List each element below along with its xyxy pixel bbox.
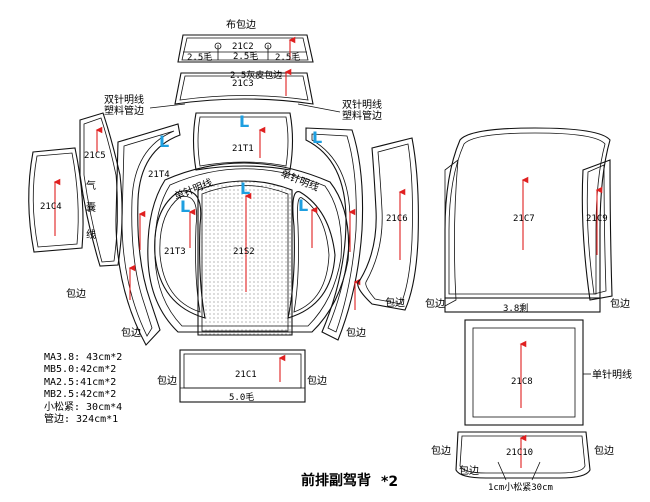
label-nang: 囊 <box>86 201 96 214</box>
label-bao-bian-5: 包边 <box>425 297 445 310</box>
piece-21c2: 21C2 2.5毛 2.5毛 2.5毛 <box>177 34 314 63</box>
piece-21c7: 21C7 3.8剩 <box>444 127 611 314</box>
label-bao-bian-7: 包边 <box>157 374 177 387</box>
label-21t1: 21T1 <box>232 144 254 154</box>
label-loose-tight: 1cm小松紧30cm <box>488 481 553 493</box>
label-plastic-tube-left: 塑料管边 <box>104 104 144 117</box>
label-L-3: L <box>312 128 322 147</box>
note-line: MA2.5:41cm*2 <box>44 376 117 388</box>
label-bao-bian-8: 包边 <box>307 374 327 387</box>
piece-21s2: L 21S2 <box>197 179 293 336</box>
piece-21c5: 21C5 气 囊 线 <box>79 112 123 267</box>
label-21t4: 21T4 <box>148 170 170 180</box>
material-notes: MA3.8: 43cm*2 MB5.0:42cm*2 MA2.5:41cm*2 … <box>44 352 184 426</box>
note-line: MA3.8: 43cm*2 <box>44 352 123 363</box>
label-21c2: 21C2 <box>232 42 254 52</box>
label-L-6: L <box>240 179 250 198</box>
label-21s2: 21S2 <box>233 247 255 257</box>
label-21t3: 21T3 <box>164 247 186 257</box>
piece-21c9: 21C9 <box>581 159 613 301</box>
label-plastic-tube-right: 塑料管边 <box>342 109 382 122</box>
label-bao-bian-1: 包边 <box>66 287 86 300</box>
piece-21t4: 21T4 L <box>115 123 181 346</box>
label-21c8: 21C8 <box>511 377 533 387</box>
label-21c7: 21C7 <box>513 214 535 224</box>
label-21c4: 21C4 <box>40 202 62 212</box>
label-21c1: 21C1 <box>235 370 257 380</box>
piece-21c6: 21C6 <box>357 137 419 311</box>
label-bao-bian-6: 包边 <box>610 297 630 310</box>
label-bu-bao-bian: 布包边 <box>226 18 256 31</box>
piece-21c8: 21C8 <box>464 319 584 426</box>
label-L-2: L <box>239 112 249 131</box>
label-bao-bian-9: 包边 <box>431 444 451 457</box>
label-L-5: L <box>298 196 308 215</box>
center-frame <box>147 162 350 333</box>
label-bao-bian-2: 包边 <box>121 326 141 339</box>
seam-38: 3.8剩 <box>503 302 528 314</box>
seam-right: 2.5毛 <box>275 51 300 63</box>
label-21c9: 21C9 <box>586 214 608 224</box>
piece-21c3: 21C3 2.5灰皮包边 <box>174 68 314 105</box>
label-21c3: 21C3 <box>232 79 254 89</box>
label-qi: 气 <box>86 179 96 192</box>
note-line: MB5.0:42cm*2 <box>44 364 117 376</box>
label-bao-bian-11: 包边 <box>459 464 479 477</box>
label-double-needle-right: 双针明线 <box>342 98 382 111</box>
piece-21c4: 21C4 <box>28 147 84 253</box>
piece-right-edge: L <box>305 127 364 341</box>
note-line: MB2.5:42cm*2 <box>44 389 117 401</box>
label-21c5: 21C5 <box>84 151 106 161</box>
label-bao-bian-4: 包边 <box>385 296 405 309</box>
label-L-4: L <box>180 197 190 216</box>
label-hui-pi: 2.5灰皮包边 <box>230 69 282 81</box>
piece-21t1: L 21T1 <box>192 112 294 171</box>
page-title-suffix: *2 <box>381 474 398 490</box>
label-double-needle-left: 双针明线 <box>104 93 144 106</box>
seam-left: 2.5毛 <box>187 51 212 63</box>
label-bao-bian-3: 包边 <box>346 326 366 339</box>
piece-21c10: 21C10 <box>455 431 591 481</box>
label-21c10: 21C10 <box>506 448 533 458</box>
label-single-needle-2: 单针明线 <box>592 368 632 381</box>
piece-21c1: 21C1 5.0毛 <box>179 349 306 403</box>
note-line: 管边: 324cm*1 <box>44 414 119 426</box>
seam-50: 5.0毛 <box>229 391 254 403</box>
seam-mid: 2.5毛 <box>233 50 258 62</box>
label-L-1: L <box>159 132 169 151</box>
note-line: 小松紧: 30cm*4 <box>44 401 123 413</box>
label-xian: 线 <box>86 228 96 241</box>
label-bao-bian-10: 包边 <box>594 444 614 457</box>
page-title: 前排副驾背 <box>301 472 371 489</box>
label-21c6: 21C6 <box>386 214 408 224</box>
